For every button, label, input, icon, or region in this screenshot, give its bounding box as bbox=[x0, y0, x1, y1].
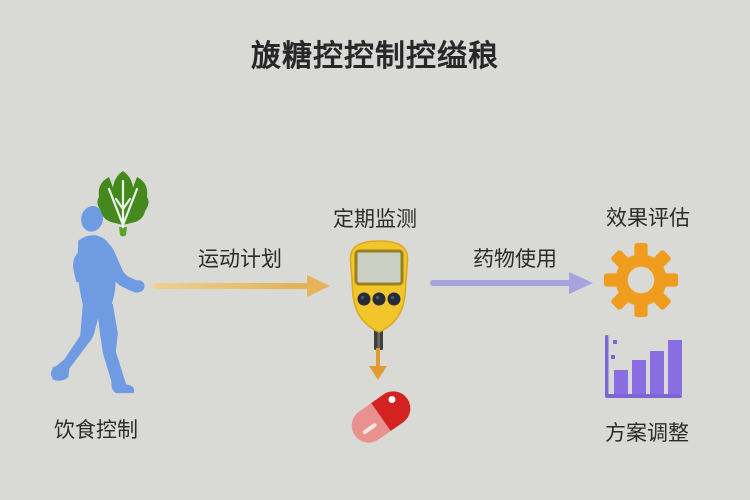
medication-label: 药物使用 bbox=[473, 248, 557, 271]
glucose-meter-icon bbox=[339, 237, 419, 352]
walking-person-icon bbox=[50, 203, 150, 401]
page-title: 旇糖控控制控缢稂 bbox=[251, 40, 499, 73]
medication-arrow-icon bbox=[430, 271, 593, 295]
monitoring-label: 定期监测 bbox=[333, 208, 417, 231]
evaluation-label: 效果评估 bbox=[606, 207, 690, 230]
leafy-vegetable-icon bbox=[93, 169, 153, 239]
bar-chart-icon bbox=[600, 332, 684, 402]
exercise-plan-label: 运动计划 bbox=[198, 248, 282, 271]
exercise-arrow-icon bbox=[152, 274, 330, 298]
diet-control-label: 饮食控制 bbox=[54, 419, 138, 442]
pill-icon bbox=[345, 386, 417, 448]
adjustment-label: 方案调整 bbox=[605, 422, 689, 445]
gear-icon bbox=[603, 242, 679, 318]
down-arrow-icon bbox=[367, 348, 389, 380]
